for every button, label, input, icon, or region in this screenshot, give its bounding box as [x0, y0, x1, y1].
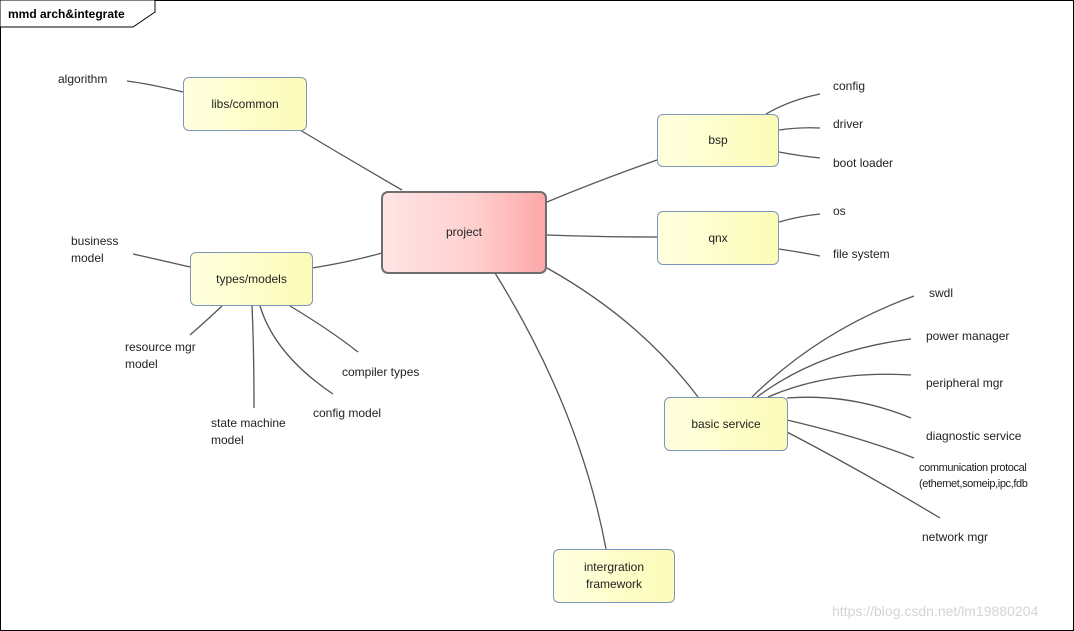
leaf-resource-mgr-model[interactable]: resource mgr model	[125, 340, 196, 371]
edge-types-config-model	[259, 305, 334, 395]
topic-intergration-framework[interactable]: intergration framework	[553, 549, 675, 603]
leaf-communication-line1: communication protocal	[919, 462, 1027, 474]
leaf-peripheral-mgr[interactable]: peripheral mgr	[926, 376, 1004, 390]
edge-types-state	[251, 305, 255, 409]
leaf-os[interactable]: os	[833, 204, 846, 218]
topic-label: intergration framework	[583, 560, 645, 591]
edge-bsp-driver	[778, 127, 821, 131]
leaf-state-machine-model[interactable]: state machine model	[211, 416, 286, 447]
leaf-swdl[interactable]: swdl	[929, 286, 954, 300]
leaf-business-model[interactable]: business model	[71, 234, 119, 265]
edge-qnx-os	[778, 213, 821, 223]
edge-project-qnx	[546, 234, 658, 238]
topic-types-models[interactable]: types/models	[190, 252, 313, 306]
edge-basic-peripheral	[767, 373, 912, 398]
topic-label: bsp	[708, 133, 728, 147]
edge-basic-comm	[786, 419, 915, 459]
topic-qnx[interactable]: qnx	[657, 211, 779, 265]
edge-basic-swdl	[751, 295, 915, 398]
leaf-compiler-types[interactable]: compiler types	[342, 365, 420, 379]
edge-project-basic	[546, 267, 699, 398]
edge-types-business	[132, 253, 191, 268]
edge-basic-diagnostic	[786, 396, 912, 419]
topic-label: types/models	[216, 271, 287, 286]
leaf-boot-loader[interactable]: boot loader	[833, 156, 894, 170]
topic-basic-service[interactable]: basic service	[664, 397, 788, 451]
leaf-communication-protocal[interactable]: communication protocal (ethernet,someip,…	[919, 460, 1028, 492]
leaf-algorithm[interactable]: algorithm	[58, 72, 108, 86]
edge-bsp-config	[765, 93, 821, 115]
leaf-network-mgr[interactable]: network mgr	[922, 530, 989, 544]
leaf-diagnostic-service[interactable]: diagnostic service	[926, 429, 1022, 443]
central-topic-project[interactable]: project	[381, 191, 547, 274]
leaf-file-system[interactable]: file system	[833, 247, 890, 261]
topic-label: libs/common	[211, 96, 279, 111]
leaf-communication-line2: (ethernet,someip,ipc,fdb	[919, 478, 1028, 490]
topic-label: basic service	[691, 416, 761, 431]
edge-project-bsp	[546, 159, 658, 203]
edge-types-compiler	[289, 305, 359, 353]
edge-qnx-fs	[778, 248, 821, 257]
central-topic-label: project	[445, 225, 483, 239]
edge-project-libs	[299, 129, 403, 191]
edge-basic-network	[786, 431, 941, 519]
leaf-config[interactable]: config	[833, 79, 866, 93]
edge-basic-power	[756, 338, 912, 398]
watermark: https://blog.csdn.net/lm19880204	[832, 603, 1039, 619]
title-tab	[0, 0, 156, 28]
topic-bsp[interactable]: bsp	[657, 114, 779, 167]
edge-project-types	[311, 252, 383, 269]
topic-label: qnx	[708, 230, 728, 245]
edge-libs-algorithm	[126, 80, 184, 93]
topic-libs-common[interactable]: libs/common	[183, 77, 307, 131]
leaf-power-manager[interactable]: power manager	[926, 329, 1010, 343]
leaf-driver[interactable]: driver	[833, 117, 864, 131]
edge-project-integration	[494, 272, 607, 550]
diagram-title: mmd arch&integrate	[8, 7, 125, 21]
edge-bsp-boot	[778, 151, 821, 159]
edge-types-resource	[189, 305, 223, 336]
leaf-config-model[interactable]: config model	[313, 406, 382, 420]
